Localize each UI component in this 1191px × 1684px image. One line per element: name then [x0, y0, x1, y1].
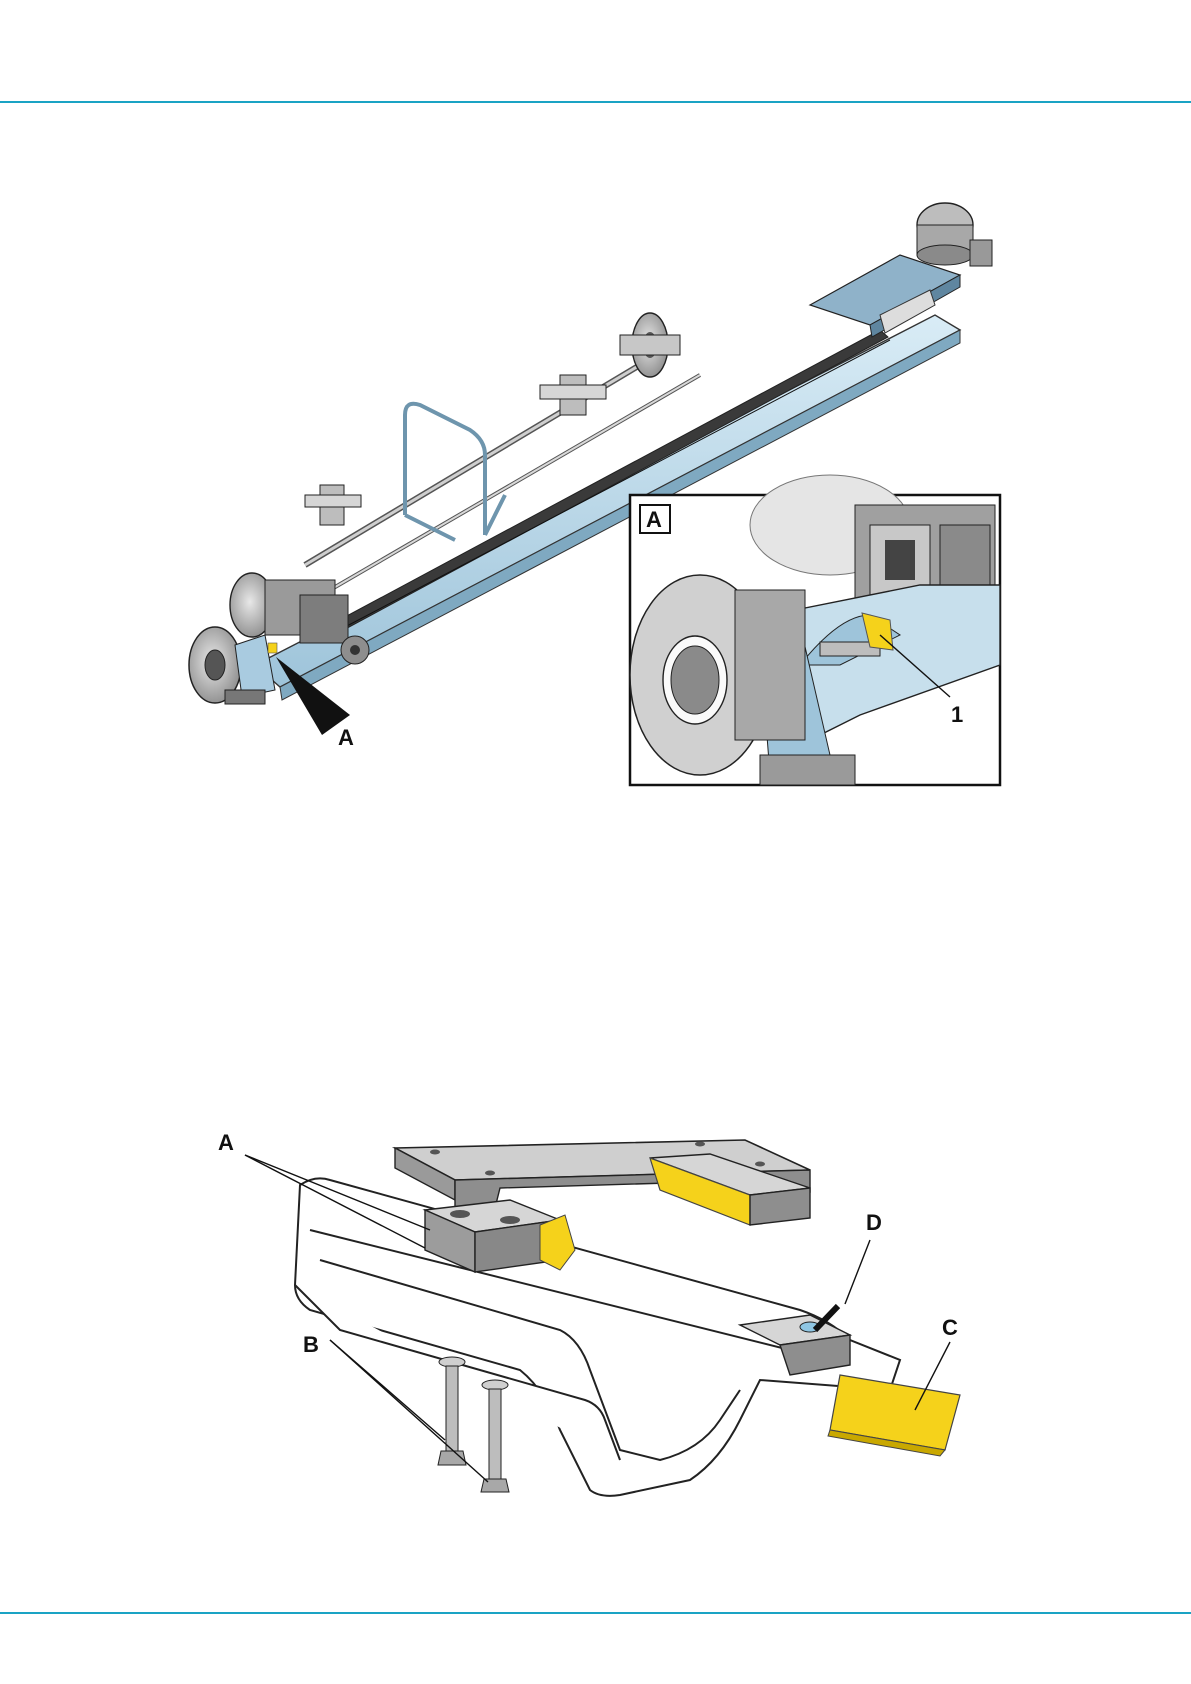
- top-motor: [917, 203, 992, 266]
- detail-inset-a: [630, 475, 1000, 785]
- slide-plate-c: [828, 1375, 960, 1456]
- label-a: A: [218, 1130, 234, 1155]
- front-disc: [189, 627, 275, 704]
- callout-label-a: A: [338, 725, 354, 750]
- boom-assembly-figure: A A 1: [0, 195, 1191, 795]
- detail-label-a: A: [646, 507, 662, 532]
- header-rule: [0, 101, 1191, 103]
- highlight-part-main: [268, 643, 277, 653]
- footer-rule: [0, 1612, 1191, 1614]
- label-d: D: [866, 1210, 882, 1235]
- label-b: B: [303, 1332, 319, 1357]
- detail-item-1: 1: [951, 702, 963, 727]
- leader-d: [845, 1240, 870, 1304]
- label-c: C: [942, 1315, 958, 1340]
- feed-drum: [620, 313, 680, 377]
- rail-pads-figure: A B C D: [0, 1120, 1191, 1520]
